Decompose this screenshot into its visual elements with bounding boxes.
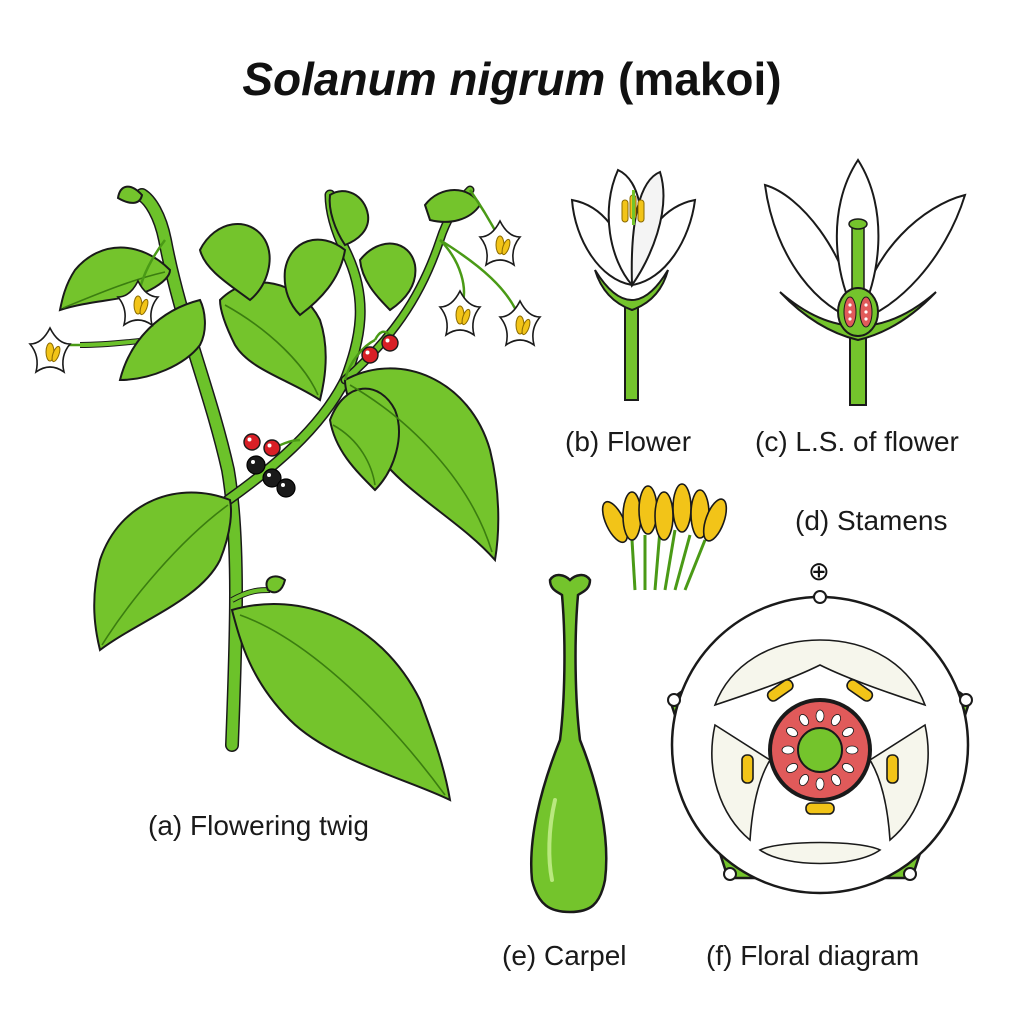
- title-species: Solanum nigrum: [242, 53, 606, 105]
- flower-longitudinal-section: [763, 158, 967, 406]
- twig-flower: [479, 220, 521, 266]
- label-flowering-twig: (a) Flowering twig: [148, 810, 369, 841]
- carpel: [530, 573, 608, 914]
- actinomorphic-symbol: ⊕: [808, 556, 830, 586]
- twig-berry-red: [263, 439, 281, 457]
- twig-berry-red: [361, 346, 379, 364]
- label-carpel: (e) Carpel: [502, 940, 627, 971]
- twig-berry-red: [243, 433, 261, 451]
- label-ls-flower: (c) L.S. of flower: [755, 426, 959, 457]
- floral-diagram: [667, 590, 973, 895]
- page-title: Solanum nigrum (makoi): [0, 52, 1024, 106]
- flowering-twig: [29, 185, 541, 802]
- twig-berry-red: [381, 334, 399, 352]
- stamens: [601, 483, 728, 591]
- twig-flower: [29, 327, 71, 373]
- twig-berry-black: [276, 478, 296, 498]
- title-common-name: (makoi): [618, 53, 782, 105]
- twig-flower: [499, 300, 541, 346]
- label-floral-diagram: (f) Floral diagram: [706, 940, 920, 971]
- twig-flower: [439, 290, 481, 336]
- ovules: [781, 709, 859, 791]
- label-stamens: (d) Stamens: [795, 505, 948, 536]
- flower-view: [570, 168, 697, 401]
- twig-berry-black: [246, 455, 266, 475]
- label-flower: (b) Flower: [565, 426, 692, 457]
